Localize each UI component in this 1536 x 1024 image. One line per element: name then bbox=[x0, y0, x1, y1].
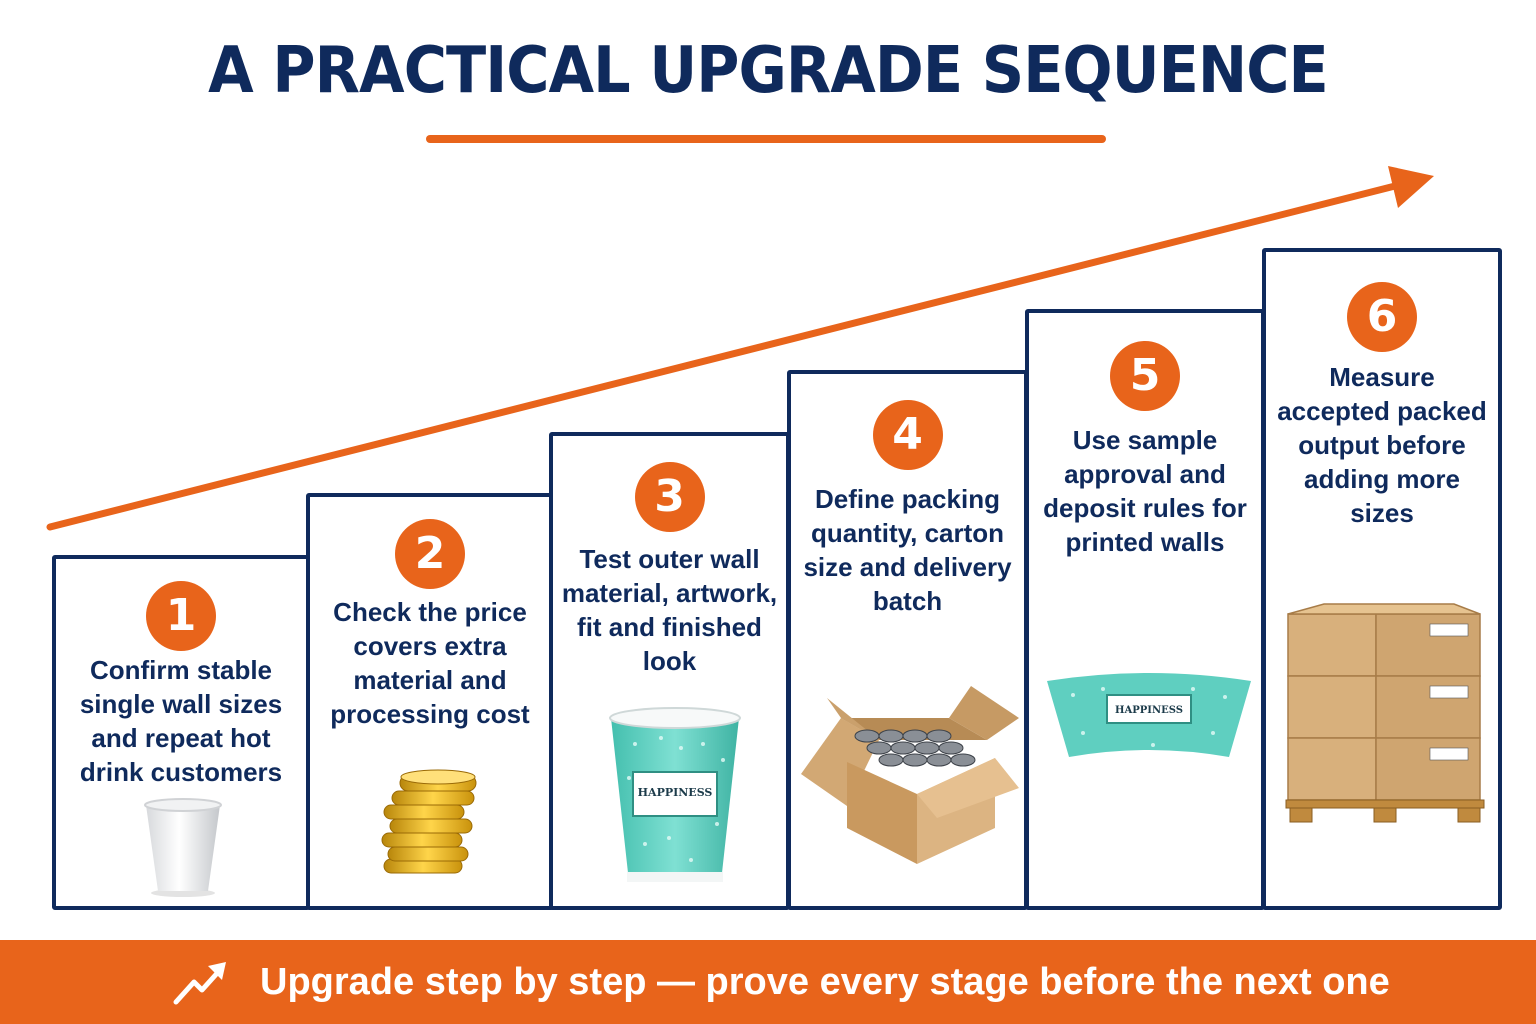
step-4: 4 Define packing quantity, carton size a… bbox=[787, 370, 1028, 910]
step-number-badge: 3 bbox=[634, 462, 705, 532]
pallet-with-cartons-icon bbox=[1285, 603, 1485, 823]
printed-cup-wall-sheet-icon: HAPPINESS bbox=[1047, 673, 1251, 757]
step-number-badge: 1 bbox=[146, 581, 216, 651]
step-description: Use sample approval and deposit rules fo… bbox=[1043, 425, 1247, 557]
trend-up-arrow-icon bbox=[173, 962, 226, 1005]
title-underline bbox=[426, 135, 1106, 143]
step-description: Define packing quantity, carton size and… bbox=[803, 484, 1012, 616]
step-6: 6 Measure accepted packed output before … bbox=[1262, 248, 1502, 910]
gold-coins-icon bbox=[381, 769, 477, 874]
step-description: Confirm stable single wall sizes and rep… bbox=[79, 655, 283, 787]
footer-banner: Upgrade step by step — prove every stage… bbox=[0, 940, 1536, 1024]
footer-message: Upgrade step by step — prove every stage… bbox=[260, 961, 1390, 1003]
step-description: Test outer wall material, artwork, fit a… bbox=[561, 544, 778, 676]
page-title: A PRACTICAL UPGRADE SEQUENCE bbox=[208, 34, 1329, 108]
sheet-print-label: HAPPINESS bbox=[1115, 705, 1183, 716]
step-description: Check the price covers extra material an… bbox=[330, 597, 530, 729]
step-number-badge: 4 bbox=[872, 400, 943, 470]
step-number-badge: 6 bbox=[1347, 282, 1417, 352]
single-wall-cup-icon bbox=[144, 798, 222, 897]
step-2: 2 Check the price covers extra material … bbox=[306, 493, 554, 910]
printed-double-wall-cup-icon: HAPPINESS bbox=[609, 707, 741, 882]
step-1: 1 Confirm stable single wall sizes and r… bbox=[52, 555, 310, 910]
cup-print-label: HAPPINESS bbox=[638, 786, 713, 799]
step-number-badge: 5 bbox=[1110, 341, 1180, 411]
step-5: 5 Use sample approval and deposit rules … bbox=[1025, 309, 1265, 910]
open-carton-icon bbox=[801, 686, 1019, 864]
trend-arrow bbox=[46, 166, 1434, 531]
step-number-badge: 2 bbox=[395, 519, 465, 589]
step-description: Measure accepted packed output before ad… bbox=[1277, 362, 1487, 528]
step-3: 3 Test outer wall material, artwork, fit… bbox=[549, 432, 790, 910]
